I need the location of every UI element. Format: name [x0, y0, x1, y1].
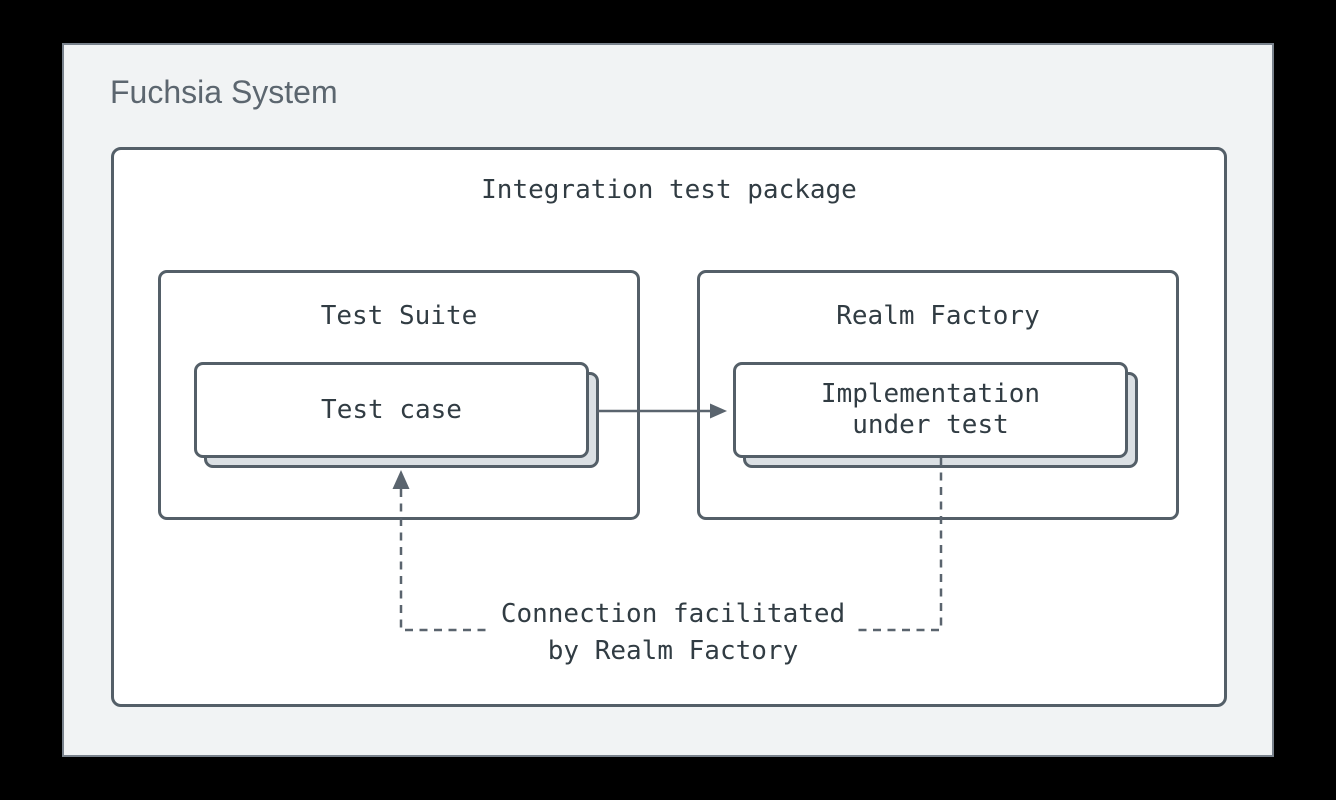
connection-note-line2: by Realm Factory: [547, 636, 799, 666]
implementation-card: Implementation under test: [733, 362, 1128, 458]
connection-note: Connection facilitated by Realm Factory: [501, 596, 845, 670]
connection-note-line1: Connection facilitated: [500, 599, 846, 629]
integration-package-label: Integration test package: [481, 175, 857, 205]
implementation-label-line2: under test: [852, 410, 1009, 440]
realm-factory-box: Realm Factory Implementation under test: [697, 270, 1179, 520]
implementation-label: Implementation under test: [821, 379, 1040, 441]
fuchsia-system-label: Fuchsia System: [110, 74, 338, 110]
implementation-label-line1: Implementation: [820, 379, 1041, 409]
realm-factory-label: Realm Factory: [836, 301, 1040, 331]
test-suite-label: Test Suite: [320, 301, 478, 331]
fuchsia-system-panel: Fuchsia System Integration test package …: [62, 43, 1274, 757]
test-case-label: Test case: [321, 394, 462, 425]
test-suite-box: Test Suite Test case: [158, 270, 640, 520]
test-case-card: Test case: [194, 362, 589, 458]
integration-package-box: Integration test package Test Suite Test…: [111, 147, 1227, 707]
